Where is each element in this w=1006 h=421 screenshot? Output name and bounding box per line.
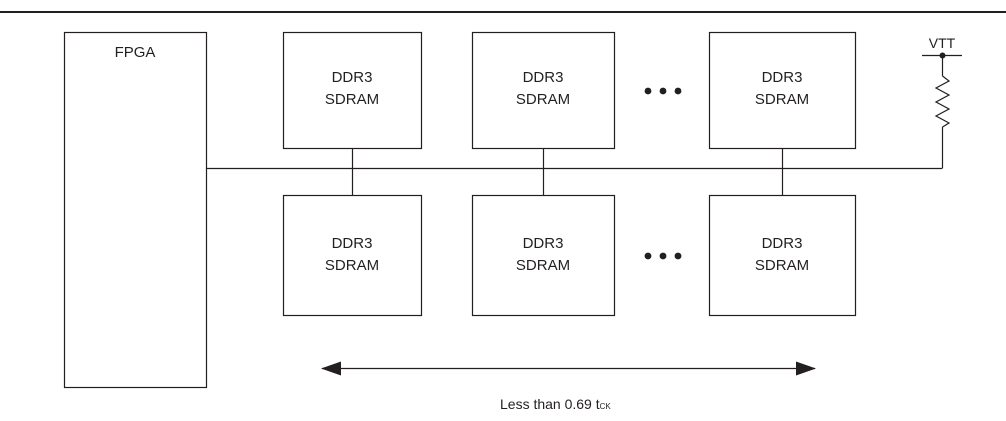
- sdram-label-line2: SDRAM: [516, 257, 570, 274]
- sdram-label-line2: SDRAM: [325, 91, 379, 108]
- sdram-label-line1: DDR3: [332, 69, 373, 86]
- sdram-label-line2: SDRAM: [325, 257, 379, 274]
- vtt-label: VTT: [929, 35, 956, 51]
- termination-resistor: [934, 75, 951, 128]
- sdram-label-line1: DDR3: [762, 235, 803, 252]
- ellipsis-dot: [659, 87, 667, 95]
- ellipsis-dot: [659, 252, 667, 260]
- sdram-label-line1: DDR3: [523, 235, 564, 252]
- fpga-block: [63, 31, 208, 389]
- fpga-label: FPGA: [115, 44, 156, 61]
- sdram-label-line1: DDR3: [762, 69, 803, 86]
- sdram-label-line1: DDR3: [332, 235, 373, 252]
- sdram-bottom-1: [282, 194, 423, 317]
- ellipsis-dot: [674, 252, 682, 260]
- length-constraint-main: Less than 0.69 t: [500, 396, 600, 412]
- vtt-node-dot: [939, 52, 946, 59]
- ellipsis-dot: [674, 87, 682, 95]
- length-constraint-subscript: CK: [600, 402, 612, 411]
- sdram-label-line2: SDRAM: [516, 91, 570, 108]
- ellipsis-dot: [644, 252, 652, 260]
- sdram-label-line2: SDRAM: [755, 91, 809, 108]
- sdram-bottom-2: [471, 194, 616, 317]
- title-rule: [0, 11, 1006, 13]
- sdram-label-line1: DDR3: [523, 69, 564, 86]
- sdram-bottom-3: [708, 194, 857, 317]
- length-constraint-label: Less than 0.69 tCK: [500, 396, 611, 412]
- ellipsis-dot: [644, 87, 652, 95]
- sdram-label-line2: SDRAM: [755, 257, 809, 274]
